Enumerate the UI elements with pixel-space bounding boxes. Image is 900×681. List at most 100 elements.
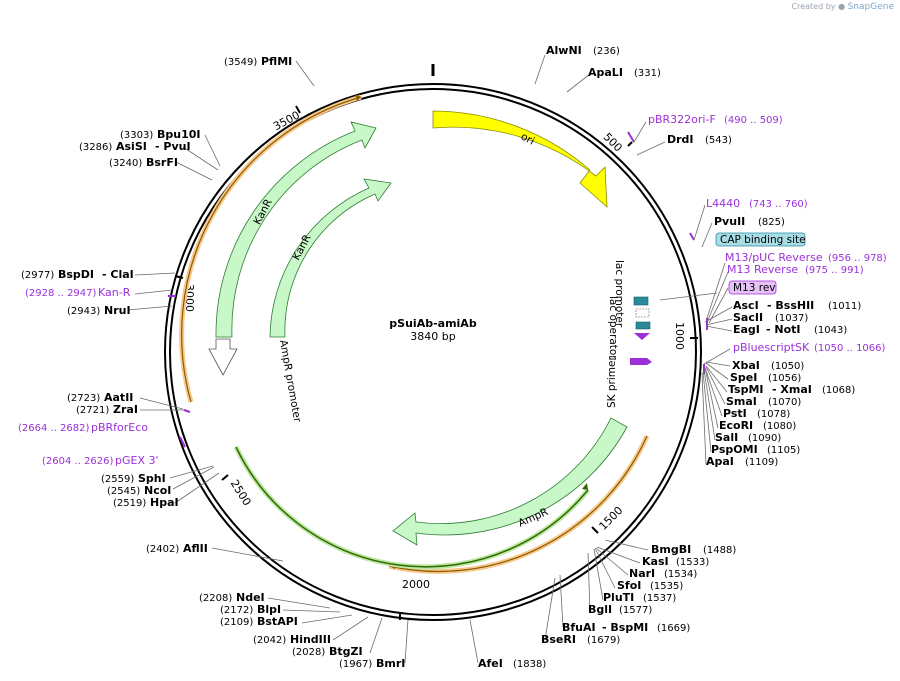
enzyme-drdi[interactable]: DrdI [667, 133, 694, 146]
primer-pbluescript[interactable]: pBluescriptSK [733, 341, 810, 354]
enzyme-bspmi[interactable]: - BspMI [602, 621, 648, 634]
enzyme-sacii[interactable]: SacII [733, 311, 763, 324]
primer-pbrforeco[interactable]: pBRforEco [91, 421, 148, 434]
enzyme-drdi-pos: (543) [705, 135, 732, 146]
enzyme-btgzi[interactable]: BtgZI [329, 645, 363, 658]
enzyme-sfoi-pos: (1535) [650, 581, 683, 592]
enzyme-sali[interactable]: SalI [715, 431, 738, 444]
enzyme-sacii-pos: (1037) [775, 313, 808, 324]
snapgene-logo-icon: ● [838, 2, 846, 11]
enzyme-asisi[interactable]: AsiSI [116, 140, 147, 153]
enzyme-zrai-pos: (2721) [76, 405, 109, 416]
enzyme-aatii-pos: (2723) [67, 393, 100, 404]
enzyme-pvui[interactable]: - PvuI [155, 140, 191, 153]
enzyme-blpi-pos: (2172) [220, 605, 253, 616]
enzyme-apali-pos: (331) [634, 68, 661, 79]
enzyme-pflmi[interactable]: PflMI [261, 55, 292, 68]
ori-label: ori [519, 131, 537, 148]
tick-1000: 1000 [673, 322, 686, 350]
enzyme-bpu10i[interactable]: Bpu10I [157, 128, 201, 141]
enzyme-afei[interactable]: AfeI [478, 657, 503, 670]
enzyme-smai[interactable]: SmaI [726, 395, 757, 408]
enzyme-nrui[interactable]: NruI [104, 304, 131, 317]
enzyme-apali[interactable]: ApaLI [588, 66, 623, 79]
enzyme-pspomi[interactable]: PspOMI [711, 443, 758, 456]
enzyme-aflii[interactable]: AflII [183, 542, 208, 555]
primer-site-ticks [168, 131, 708, 448]
enzyme-sali-pos: (1090) [748, 433, 781, 444]
enzyme-pvuii-pos: (825) [758, 217, 785, 228]
enzyme-pvuii[interactable]: PvuII [714, 215, 745, 228]
enzyme-bmri[interactable]: BmrI [376, 657, 405, 670]
enzyme-bsrfi-pos: (3240) [109, 158, 142, 169]
enzyme-zrai[interactable]: ZraI [113, 403, 138, 416]
enzyme-kasi-pos: (1533) [676, 557, 709, 568]
enzyme-bsrfi[interactable]: BsrFI [146, 156, 178, 169]
enzyme-clai[interactable]: - ClaI [102, 268, 134, 281]
kanr-outer-feature[interactable]: KanR [215, 121, 377, 338]
enzyme-bspdi[interactable]: BspDI [58, 268, 94, 281]
ampr-feature[interactable]: AmpR [392, 417, 628, 546]
enzyme-aatii[interactable]: AatII [104, 391, 133, 404]
primer-kanr[interactable]: Kan-R [98, 286, 131, 299]
enzyme-bsshii[interactable]: - BssHII [767, 299, 814, 312]
plasmid-name: pSuiAb-amiAb [389, 317, 477, 330]
enzyme-bfuai-pos: (1669) [657, 623, 690, 634]
enzyme-pluti-pos: (1537) [643, 593, 676, 604]
enzyme-alwni[interactable]: AlwNI [546, 44, 582, 57]
primer-m13rev-a[interactable]: M13 Reverse [727, 263, 798, 276]
primer-m13puc-pos: (956 .. 978) [828, 253, 887, 264]
enzyme-xmai[interactable]: - XmaI [772, 383, 812, 396]
enzyme-aflii-pos: (2402) [146, 544, 179, 555]
enzyme-bstapi[interactable]: BstAPI [257, 615, 298, 628]
enzyme-bseri[interactable]: BseRI [541, 633, 576, 646]
enzyme-ncoi[interactable]: NcoI [144, 484, 171, 497]
enzyme-bmgbi[interactable]: BmgBI [651, 543, 691, 556]
enzyme-apai[interactable]: ApaI [706, 455, 734, 468]
enzyme-xbai-pos: (1050) [771, 361, 804, 372]
primer-pgex-pos: (2604 .. 2626) [42, 456, 114, 467]
enzyme-sfoi[interactable]: SfoI [617, 579, 641, 592]
enzyme-ndei[interactable]: NdeI [236, 591, 265, 604]
primer-pbluescript-pos: (1050 .. 1066) [814, 343, 886, 354]
enzyme-ecori[interactable]: EcoRI [719, 419, 753, 432]
credit-brand: SnapGene [847, 2, 894, 12]
enzyme-apai-pos: (1109) [745, 457, 778, 468]
primer-m13rev-b[interactable]: M13 rev [733, 282, 776, 294]
enzyme-sphi[interactable]: SphI [138, 472, 166, 485]
enzyme-blpi[interactable]: BlpI [257, 603, 281, 616]
enzyme-bgli[interactable]: BglI [588, 603, 612, 616]
enzyme-noti[interactable]: - NotI [766, 323, 801, 336]
enzyme-psti[interactable]: PstI [723, 407, 747, 420]
sk-primer-label[interactable]: SK primer [606, 356, 618, 408]
primer-m13puc[interactable]: M13/pUC Reverse [725, 251, 823, 264]
enzyme-hindiii-pos: (2042) [253, 635, 286, 646]
lac-operator-label[interactable]: lac operator [607, 296, 619, 360]
primer-l4440[interactable]: L4440 [706, 197, 740, 210]
primer-pgex[interactable]: pGEX 3' [115, 454, 159, 467]
enzyme-spei[interactable]: SpeI [730, 371, 757, 384]
enzyme-asci[interactable]: AscI [733, 299, 759, 312]
enzyme-xbai[interactable]: XbaI [732, 359, 760, 372]
sk-primer-marker [630, 358, 652, 365]
enzyme-bfuai[interactable]: BfuAI [562, 621, 596, 634]
kanr-inner-feature[interactable]: KanR [269, 178, 392, 338]
enzyme-afei-pos: (1838) [513, 659, 546, 670]
enzyme-eagi[interactable]: EagI [733, 323, 760, 336]
enzyme-spei-pos: (1056) [768, 373, 801, 384]
enzyme-pluti[interactable]: PluTI [603, 591, 634, 604]
primer-pbr322[interactable]: pBR322ori-F [648, 113, 716, 126]
enzyme-bmgbi-pos: (1488) [703, 545, 736, 556]
enzyme-kasi[interactable]: KasI [642, 555, 669, 568]
feature-cap-binding-site[interactable]: CAP binding site [720, 234, 806, 246]
enzyme-hpai[interactable]: HpaI [150, 496, 179, 509]
lac-promoter-label[interactable]: lac promoter [613, 260, 625, 328]
ori-feature[interactable]: ori [432, 110, 608, 208]
ampr-promoter-feature[interactable]: AmpR promoter [208, 338, 303, 424]
green-primer-arc [233, 445, 590, 570]
enzyme-hindiii[interactable]: HindIII [290, 633, 331, 646]
enzyme-tspmi[interactable]: TspMI [728, 383, 764, 396]
plasmid-size: 3840 bp [410, 330, 455, 343]
enzyme-nari[interactable]: NarI [629, 567, 655, 580]
